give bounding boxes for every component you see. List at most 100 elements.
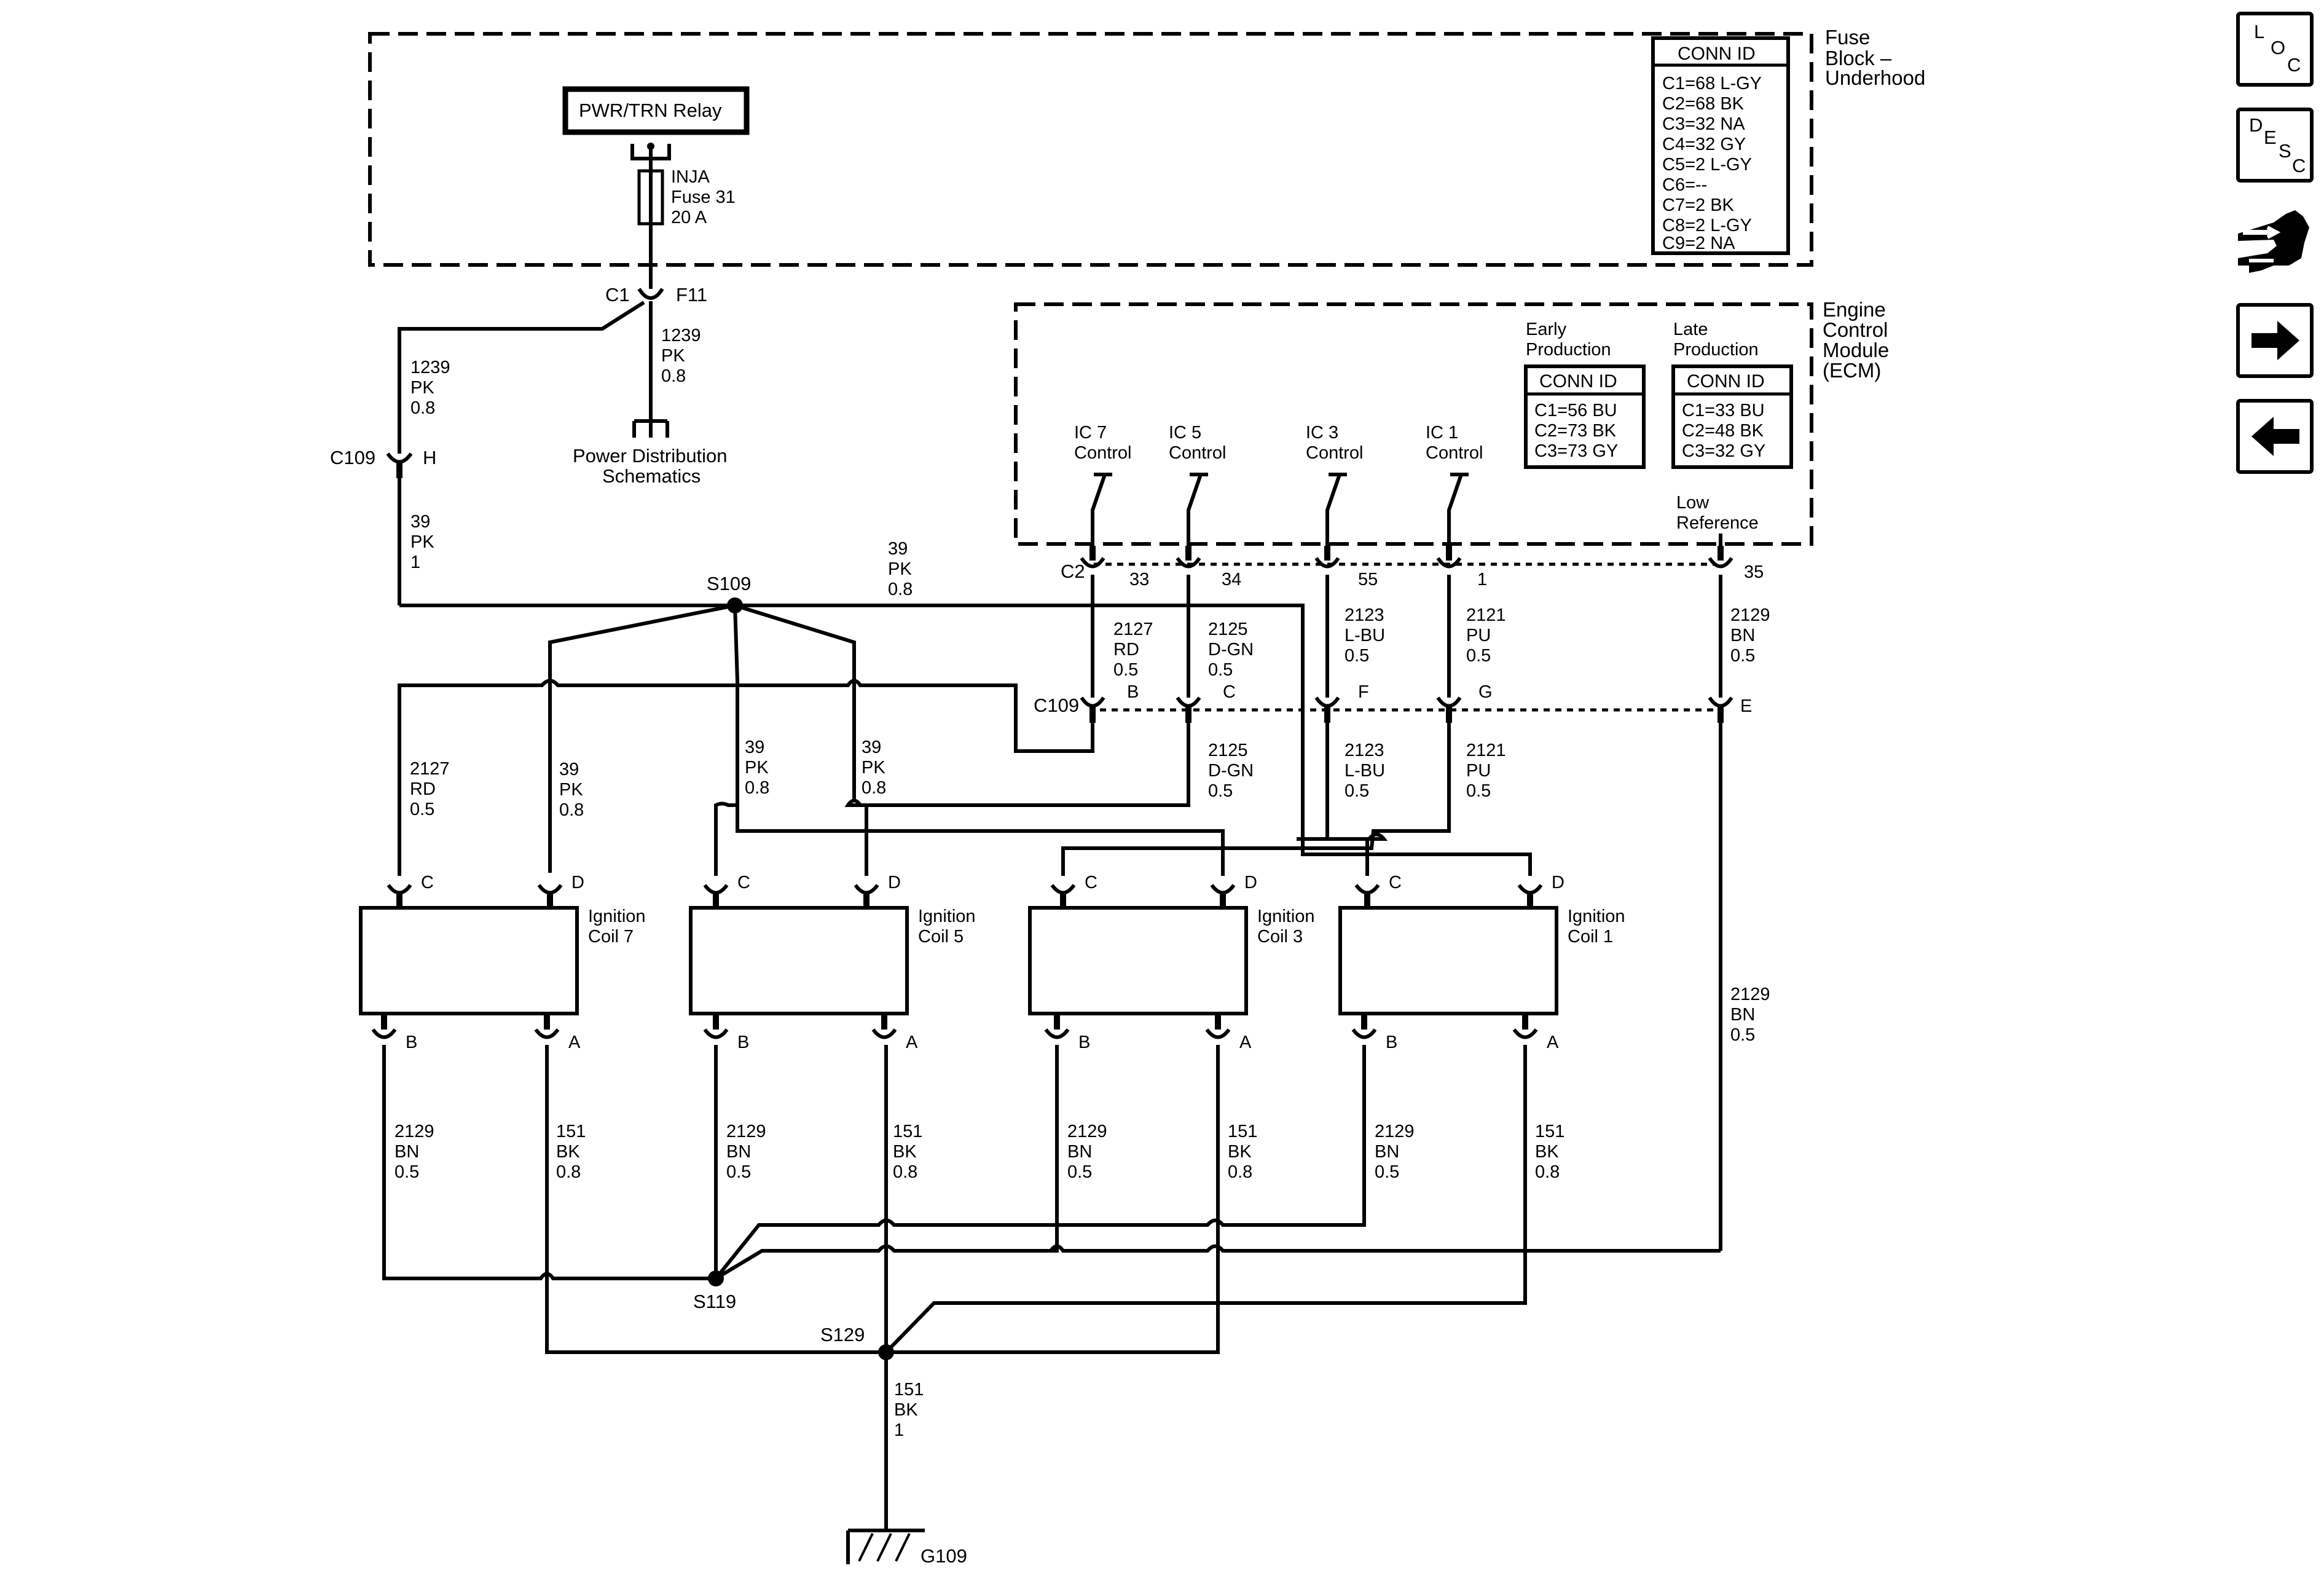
coil-pin-b: B: [1386, 1033, 1397, 1052]
late-production-table: Late Production CONN ID C1=33 BU C2=48 B…: [1671, 320, 1793, 469]
wire-label: 0.8: [745, 778, 769, 798]
relay-label: PWR/TRN Relay: [579, 100, 722, 121]
wire-label: 2121: [1466, 741, 1506, 760]
wire-label: 2123: [1345, 741, 1384, 760]
wire-label: BN: [1375, 1142, 1399, 1162]
desc-letter: S: [2279, 140, 2291, 162]
wire-label: 151: [556, 1122, 586, 1141]
conn-id-row: C1=68 L-GY: [1662, 74, 1762, 93]
wire-label: 0.5: [395, 1162, 419, 1182]
description-button[interactable]: D E S C: [2236, 108, 2314, 183]
conn-id-row: C7=2 BK: [1662, 195, 1735, 215]
fuse-block-underhood: Fuse Block – Underhood CONN ID C1=68 L-G…: [368, 26, 1925, 289]
coil-pin-d: D: [1552, 873, 1564, 892]
pin-33: 33: [1129, 570, 1149, 589]
early-production-table: Early Production CONN ID C1=56 BU C2=73 …: [1524, 320, 1646, 469]
coil-pin-b: B: [406, 1033, 417, 1052]
wire-label: 2129: [1375, 1122, 1415, 1141]
wire-label: 39: [888, 539, 908, 559]
wire-label: L-BU: [1345, 626, 1385, 645]
wire-label: 0.8: [661, 366, 686, 386]
wire-label: PU: [1466, 626, 1491, 645]
ic1-control-label: Control: [1426, 443, 1483, 463]
early-conn-id-row: C3=73 GY: [1534, 441, 1618, 461]
ground-g109-symbol: [846, 1518, 925, 1564]
engine-control-module: Engine Control Module (ECM) Early Produc…: [1014, 298, 1889, 546]
low-reference-label: Reference: [1676, 513, 1759, 533]
wire-label: PU: [1466, 761, 1491, 781]
early-production-title: Production: [1526, 340, 1611, 360]
arrow-left-icon: [2251, 417, 2299, 456]
connector-c109-upper-label: C109: [330, 447, 375, 468]
coil-control-wires: 2129 BN 0.5 2127 RD 0.5 2125 D-GN 0.5 21…: [398, 679, 1770, 1251]
next-page-button[interactable]: [2236, 303, 2314, 378]
desc-letter: C: [2292, 155, 2306, 176]
ecm-title: (ECM): [1823, 359, 1881, 382]
ecm-title: Engine: [1823, 298, 1886, 321]
wire-label: D-GN: [1208, 761, 1254, 781]
terminal-f11-label: F11: [676, 284, 707, 305]
wire-label: 0.5: [1730, 646, 1755, 666]
wire-label: BN: [1730, 626, 1755, 645]
wire-label: RD: [1113, 640, 1139, 660]
conn-id-row: C8=2 L-GY: [1662, 216, 1752, 235]
wire-label: 0.5: [1345, 781, 1369, 801]
desc-letter: D: [2249, 114, 2263, 136]
fuse-block-title-2: Block –: [1825, 47, 1892, 69]
late-conn-id-row: C3=32 GY: [1682, 441, 1765, 461]
late-production-title: Production: [1673, 340, 1759, 360]
wire-label: L-BU: [1345, 761, 1385, 781]
wire-label: 2129: [1730, 605, 1770, 625]
ic7-control-label: Control: [1074, 443, 1132, 463]
wire-label: 0.8: [1535, 1162, 1560, 1182]
ic1-switch: [1447, 473, 1469, 546]
loc-letter: O: [2271, 37, 2285, 58]
wire-label: PK: [559, 780, 583, 800]
wire-label: 2125: [1208, 620, 1248, 639]
wire-label: 0.8: [556, 1162, 581, 1182]
fuse-inja: INJA Fuse 31 20 A: [637, 167, 736, 289]
wire-label: 0.8: [888, 580, 913, 599]
wire-label: 2129: [726, 1122, 766, 1141]
previous-page-button[interactable]: [2236, 399, 2314, 474]
wire-label: 0.5: [1113, 660, 1138, 680]
coil-pin-c: C: [1085, 873, 1097, 892]
wire-label: BK: [894, 1400, 918, 1420]
connector-wrench-icon[interactable]: [2238, 210, 2309, 273]
wire-label: 0.8: [862, 778, 886, 798]
coil-name: Ignition: [918, 907, 976, 926]
wire-label: BK: [893, 1142, 917, 1162]
wire-label: 2125: [1208, 741, 1248, 760]
wire-label: RD: [410, 779, 436, 799]
wire-label: 39: [410, 512, 430, 532]
c109-pin-e: E: [1740, 696, 1752, 716]
wire-label: PK: [410, 532, 434, 552]
wire-label: 2121: [1466, 605, 1506, 625]
fuse-label: 20 A: [671, 208, 707, 227]
ignition-coil-3: C D Ignition Coil 3 B A 2129 BN 0.5 151 …: [1028, 873, 1315, 1182]
c109-pin-g: G: [1478, 682, 1493, 702]
conn-id-row: C3=32 NA: [1662, 114, 1745, 134]
wire-label: 1239: [661, 326, 701, 345]
late-production-title: Late: [1673, 320, 1708, 339]
pin-34: 34: [1222, 570, 1241, 589]
pin-1: 1: [1477, 570, 1487, 589]
wire-label: 0.5: [1466, 646, 1491, 666]
wire-label: PK: [745, 758, 769, 778]
c109-pin-c: C: [1223, 682, 1236, 702]
wire-1239: 1239 PK 0.8 C109 H 39 PK 1: [330, 301, 645, 605]
location-button[interactable]: L O C: [2236, 12, 2314, 87]
wire-label: PK: [661, 346, 685, 366]
wire-label: 151: [1228, 1122, 1257, 1141]
coil-pin-b: B: [737, 1033, 749, 1052]
wire-label: 0.5: [410, 800, 434, 819]
wire-label: 2129: [395, 1122, 434, 1141]
wire-label: BN: [1730, 1005, 1755, 1025]
connector-c109-pin-h: H: [423, 447, 436, 468]
ignition-coil-1: C D Ignition Coil 1 B A 2129 BN 0.5 151 …: [1338, 873, 1625, 1182]
c109-pin-f: F: [1358, 682, 1369, 702]
coil-pin-d: D: [571, 873, 584, 892]
wire-label: PK: [888, 559, 912, 579]
ic7-switch: [1091, 473, 1112, 546]
